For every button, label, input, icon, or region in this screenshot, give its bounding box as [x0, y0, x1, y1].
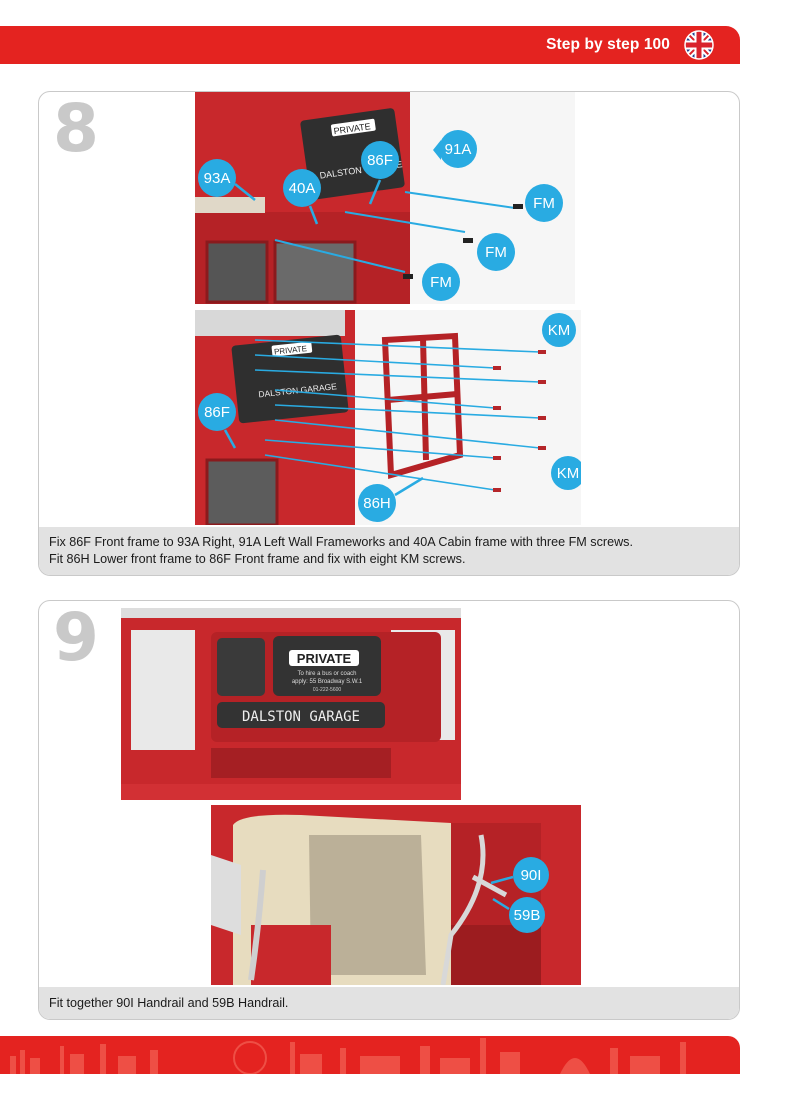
caption-line: Fit 86H Lower front frame to 86F Front f…: [49, 552, 466, 566]
svg-text:86F: 86F: [204, 404, 230, 421]
step-number: 8: [53, 91, 99, 167]
svg-text:FM: FM: [430, 274, 452, 291]
caption-line: Fix 86F Front frame to 93A Right, 91A Le…: [49, 535, 633, 549]
step-8-image-top: PRIVATE DALSTON GARAGE 91A 86F: [195, 92, 575, 304]
sign-garage-text-3: DALSTON GARAGE: [242, 709, 360, 725]
svg-text:FM: FM: [533, 195, 555, 212]
sign-line-1: To hire a bus or coach: [297, 671, 356, 677]
callout-fm-2: FM: [477, 233, 515, 271]
svg-text:90I: 90I: [521, 867, 542, 884]
caption-line: Fit together 90I Handrail and 59B Handra…: [49, 996, 289, 1010]
step-8-panel: 8 PRIVATE DALSTON GARAGE: [38, 91, 740, 576]
svg-text:86F: 86F: [367, 152, 393, 169]
page-title: Step by step 100: [546, 36, 670, 53]
callout-fm-3: FM: [422, 263, 460, 301]
step-8-caption: Fix 86F Front frame to 93A Right, 91A Le…: [39, 527, 739, 575]
step-number: 9: [53, 600, 99, 676]
step-9-caption: Fit together 90I Handrail and 59B Handra…: [39, 987, 739, 1019]
callout-40a: 40A: [283, 169, 321, 207]
svg-text:FM: FM: [485, 244, 507, 261]
callout-91a: 91A: [433, 130, 477, 168]
step-8-image-bottom: PRIVATE DALSTON GARAGE: [195, 310, 581, 525]
london-skyline-icon: [10, 1038, 686, 1074]
callout-km-2: KM: [551, 456, 581, 490]
callout-86h: 86H: [358, 484, 396, 522]
step-9-panel: 9 PRIVATE To hire a bus or coach apply: …: [38, 600, 740, 1020]
callout-km-1: KM: [542, 313, 576, 347]
step-9-image-bottom: 90I 59B: [211, 805, 581, 985]
callout-59b: 59B: [509, 897, 545, 933]
sign-private-text-3: PRIVATE: [297, 651, 352, 666]
footer-bar: [0, 1036, 740, 1074]
header-bar: Step by step 100: [0, 26, 740, 64]
svg-text:KM: KM: [557, 465, 580, 482]
uk-flag-icon: [684, 30, 714, 60]
sign-private-text-2: PRIVATE: [274, 344, 308, 356]
svg-text:KM: KM: [548, 322, 571, 339]
callout-86f-2: 86F: [198, 393, 236, 431]
sign-line-2: apply: 55 Broadway S.W.1: [292, 679, 363, 685]
callout-93a: 93A: [198, 159, 236, 197]
callout-86f: 86F: [361, 141, 399, 179]
sign-line-3: 01-222-5600: [313, 687, 342, 693]
svg-text:91A: 91A: [445, 141, 472, 158]
callout-90i: 90I: [513, 857, 549, 893]
svg-text:40A: 40A: [289, 180, 316, 197]
svg-text:93A: 93A: [204, 170, 231, 187]
step-9-image-top: PRIVATE To hire a bus or coach apply: 55…: [121, 608, 461, 800]
svg-text:86H: 86H: [363, 495, 391, 512]
svg-text:59B: 59B: [514, 907, 541, 924]
callout-fm-1: FM: [525, 184, 563, 222]
